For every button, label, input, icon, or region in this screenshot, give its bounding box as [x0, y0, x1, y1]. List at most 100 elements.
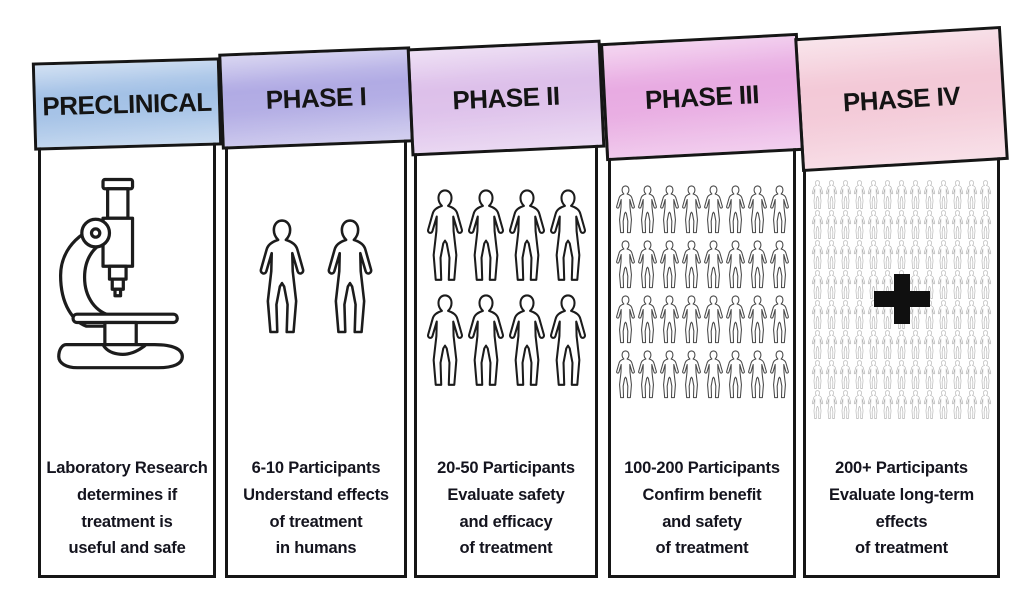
person-icon	[505, 187, 549, 286]
person-icon	[636, 294, 659, 346]
person-icon	[866, 360, 881, 390]
person-icon	[936, 390, 951, 420]
caption-line: Evaluate long-term	[829, 485, 974, 504]
phase-title: PHASE I	[265, 80, 367, 115]
person-icon	[838, 300, 853, 330]
person-icon	[838, 270, 853, 300]
person-icon	[978, 240, 993, 270]
person-icon	[810, 390, 825, 420]
person-icon	[658, 294, 681, 346]
person-icon	[964, 360, 979, 390]
person-icon	[964, 210, 979, 240]
person-icon	[908, 360, 923, 390]
person-icon	[866, 240, 881, 270]
person-icon	[964, 390, 979, 420]
caption-line: of treatment	[655, 539, 749, 558]
column-body	[608, 94, 796, 578]
person-icon	[880, 210, 895, 240]
person-icon	[978, 300, 993, 330]
caption-line: Confirm benefit	[642, 485, 762, 504]
person-icon	[824, 330, 839, 360]
caption-line: and efficacy	[459, 512, 553, 531]
person-icon	[680, 184, 703, 236]
person-icon	[546, 187, 590, 286]
person-icon	[852, 240, 867, 270]
caption-line: 6-10 Participants	[251, 459, 381, 478]
person-icon	[838, 390, 853, 420]
caption-line: 20-50 Participants	[437, 459, 575, 478]
phase-title: PHASE II	[451, 80, 561, 115]
person-icon	[950, 210, 965, 240]
person-icon	[964, 330, 979, 360]
caption-line: and safety	[662, 512, 742, 531]
person-icon	[880, 390, 895, 420]
caption-line: Evaluate safety	[447, 485, 565, 504]
person-icon	[894, 240, 909, 270]
person-icon	[321, 218, 379, 338]
person-icon	[978, 390, 993, 420]
person-icon	[810, 180, 825, 210]
column-preclinical: PRECLINICAL	[31, 0, 223, 578]
person-icon	[978, 330, 993, 360]
person-icon	[950, 270, 965, 300]
column-body	[225, 95, 407, 578]
person-icon	[852, 390, 867, 420]
person-icon	[810, 270, 825, 300]
person-icon	[824, 300, 839, 330]
person-icon	[950, 180, 965, 210]
phase-title: PRECLINICAL	[41, 86, 213, 121]
person-icon	[724, 239, 747, 291]
column-phase-1: PHASE I 6-10 Participants Understand eff…	[218, 0, 414, 578]
caption-line: in humans	[275, 539, 357, 558]
person-icon	[922, 240, 937, 270]
person-icon	[768, 349, 791, 401]
caption-line: of treatment	[855, 539, 948, 558]
person-icon	[636, 239, 659, 291]
person-icon	[922, 330, 937, 360]
person-icon	[824, 360, 839, 390]
person-icon	[852, 360, 867, 390]
person-icon	[546, 292, 590, 391]
person-icon	[950, 240, 965, 270]
person-icon	[838, 240, 853, 270]
phase-header: PHASE I	[218, 46, 414, 150]
caption-line: 100-200 Participants	[624, 459, 780, 478]
caption-line: Laboratory Research	[46, 459, 208, 478]
person-icon	[824, 210, 839, 240]
person-icon	[908, 210, 923, 240]
person-icon	[810, 210, 825, 240]
person-icon	[724, 184, 747, 236]
person-icon	[894, 180, 909, 210]
person-icon	[950, 300, 965, 330]
person-icon	[936, 210, 951, 240]
phase-title: PHASE III	[644, 78, 760, 115]
person-icon	[614, 349, 637, 401]
person-icon	[950, 390, 965, 420]
phase-header: PRECLINICAL	[31, 57, 223, 151]
person-icon	[852, 300, 867, 330]
phase-header: PHASE III	[600, 32, 804, 162]
person-icon	[824, 180, 839, 210]
person-icon	[824, 240, 839, 270]
person-icon	[614, 294, 637, 346]
person-icon	[614, 239, 637, 291]
person-icon	[768, 239, 791, 291]
person-icon	[936, 240, 951, 270]
person-icon	[880, 180, 895, 210]
person-icon	[680, 349, 703, 401]
person-icon	[810, 330, 825, 360]
person-icon	[894, 330, 909, 360]
person-icon	[702, 184, 725, 236]
person-icon	[908, 330, 923, 360]
participants-grid	[253, 218, 379, 338]
person-icon	[852, 180, 867, 210]
person-icon	[505, 292, 549, 391]
plus-icon	[873, 273, 930, 324]
person-icon	[658, 239, 681, 291]
person-icon	[838, 330, 853, 360]
icon-area	[420, 152, 592, 433]
person-icon	[810, 300, 825, 330]
person-icon	[838, 180, 853, 210]
person-icon	[922, 180, 937, 210]
person-icon	[824, 390, 839, 420]
